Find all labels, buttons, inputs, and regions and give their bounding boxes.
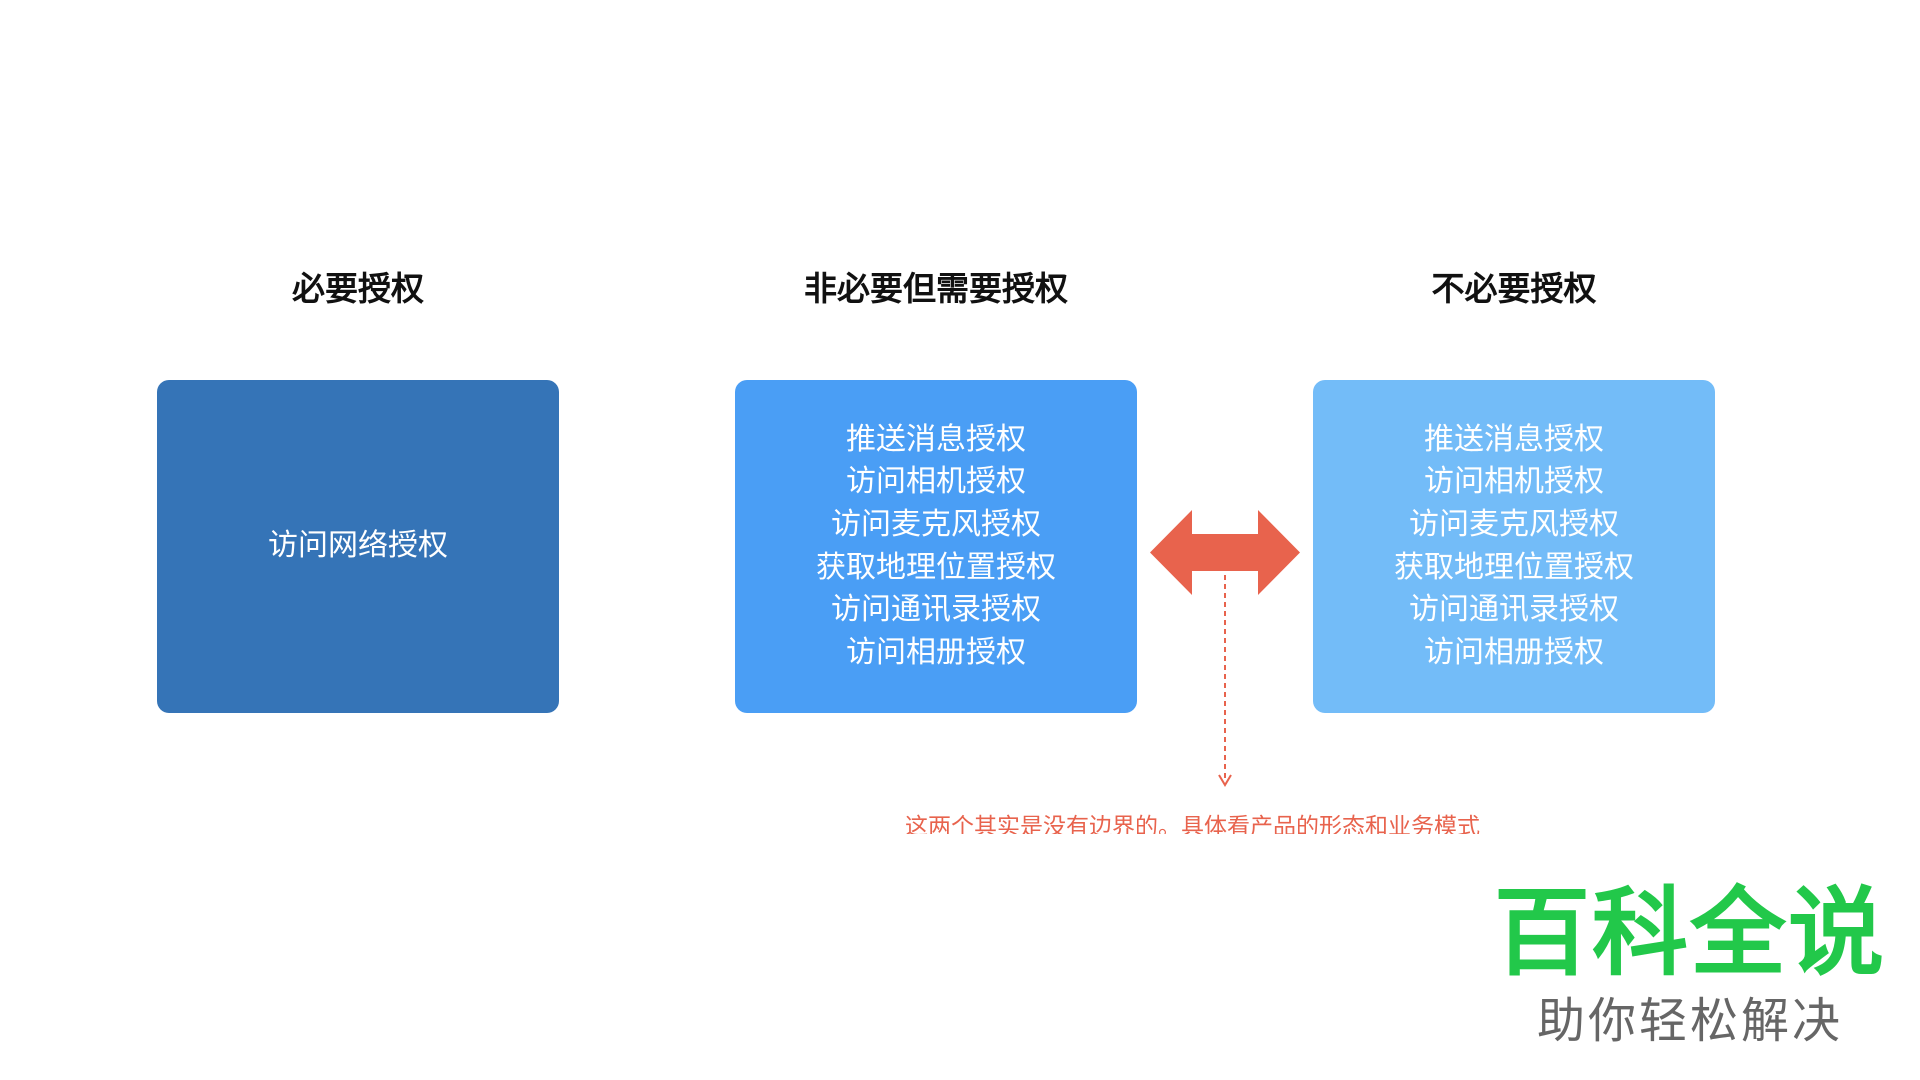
permission-item: 访问网络授权 — [268, 528, 448, 564]
box-required: 访问网络授权 — [157, 380, 559, 713]
permission-item: 访问麦克风授权 — [831, 506, 1041, 542]
watermark-title: 百科全说 — [1494, 877, 1886, 989]
permission-item: 访问相机授权 — [846, 464, 1026, 500]
heading-required: 必要授权 — [292, 269, 424, 308]
heading-unnecessary: 不必要授权 — [1431, 269, 1597, 308]
permission-item: 访问通讯录授权 — [1409, 592, 1619, 628]
permission-item: 访问相册授权 — [1424, 634, 1604, 670]
permission-item: 访问相册授权 — [846, 634, 1026, 670]
dashed-pointer-arrow — [1218, 575, 1232, 787]
double-arrow-icon — [1150, 510, 1300, 595]
watermark-subtitle: 助你轻松解决 — [1536, 993, 1843, 1049]
permission-item: 获取地理位置授权 — [816, 549, 1056, 585]
watermark-logo: 百科全说 助你轻松解决 — [1490, 878, 1890, 1054]
box-optional-needed: 推送消息授权 访问相机授权 访问麦克风授权 获取地理位置授权 访问通讯录授权 访… — [735, 380, 1137, 713]
permission-item: 推送消息授权 — [846, 421, 1026, 457]
permission-item: 推送消息授权 — [1424, 421, 1604, 457]
permission-item: 获取地理位置授权 — [1394, 549, 1634, 585]
permission-item: 访问麦克风授权 — [1409, 506, 1619, 542]
permission-item: 访问相机授权 — [1424, 464, 1604, 500]
annotation-text: 这两个其实是没有边界的。具体看产品的形态和业务模式 — [905, 814, 1480, 834]
heading-optional-needed: 非必要但需要授权 — [804, 269, 1068, 308]
box-unnecessary: 推送消息授权 访问相机授权 访问麦克风授权 获取地理位置授权 访问通讯录授权 访… — [1313, 380, 1715, 713]
permission-item: 访问通讯录授权 — [831, 592, 1041, 628]
